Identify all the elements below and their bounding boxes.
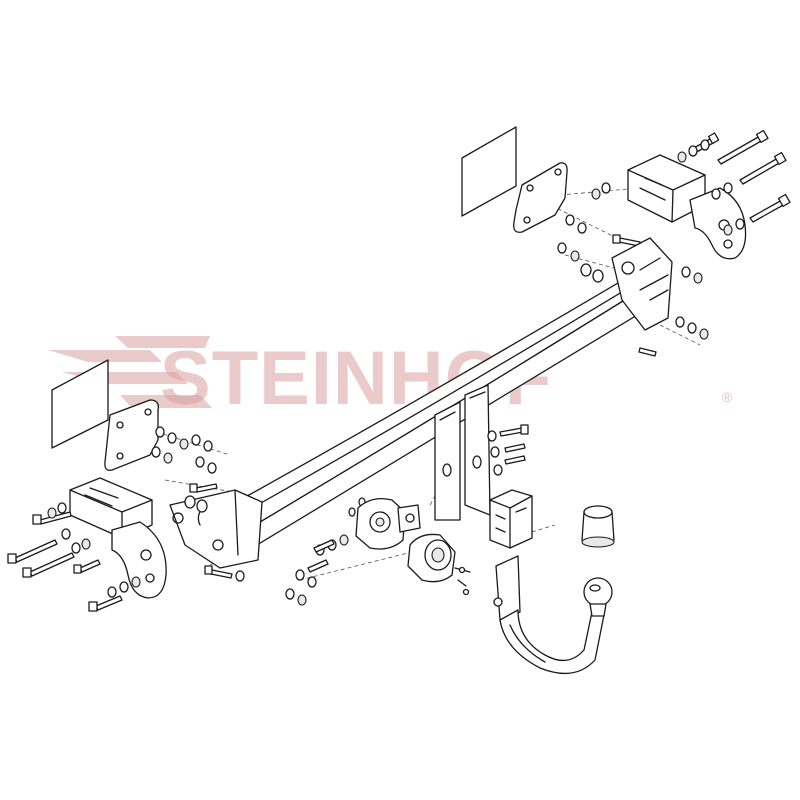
washer [107,586,117,598]
washer [285,588,295,600]
washer [155,426,165,438]
centre-hardware [285,424,529,606]
nut [693,272,703,284]
washer [195,456,205,468]
right-mounting-bracket [627,154,747,260]
washer [196,499,208,513]
nut [591,188,601,200]
washer [557,242,567,254]
nut [677,151,687,163]
washer [61,528,71,540]
washer [235,570,245,582]
nut [179,438,189,450]
washer [71,542,81,554]
bolt [612,234,641,247]
nut [339,534,349,546]
washer [203,440,213,452]
left-mounting-bracket [69,477,167,599]
right-shim-plate [513,162,568,233]
washer [57,502,67,514]
nut [297,594,307,606]
washer [487,430,497,442]
washer [687,322,697,334]
bolt [307,559,329,573]
washer [167,432,177,444]
washer [565,214,575,226]
washer [700,139,710,151]
nut [81,538,91,550]
bolt [7,539,58,564]
nut [570,250,580,262]
steinhof-logo-mark [48,336,212,408]
bolt [504,455,526,465]
right-washers-nuts [557,139,745,340]
washer [184,495,196,509]
left-bolts [7,483,233,612]
bolt [73,559,101,574]
washer [688,145,698,157]
washer [493,464,503,476]
nut [131,576,141,588]
washer [191,434,201,446]
washer [490,446,500,458]
detachable-tow-ball-neck [493,555,613,675]
washer [151,446,161,458]
washer [580,263,592,277]
right-adhesive-pad [461,126,517,217]
receiver-block [489,489,533,549]
tow-ball-cap [581,505,615,548]
bolt [313,539,335,553]
bolt [204,565,233,579]
watermark-registered-mark: ® [722,389,733,405]
washer [119,581,129,593]
washer [592,269,604,283]
bolt [717,129,769,165]
washer [207,462,217,474]
bolt [739,151,787,185]
nut [723,224,733,236]
crossbar-beam [169,237,673,569]
nut [699,328,709,340]
left-adhesive-pad [51,359,109,449]
bolt [499,424,529,437]
bolt [88,595,123,612]
washer [601,182,611,194]
left-washers-nuts [47,426,245,598]
washer [348,507,356,517]
washer [675,316,685,328]
bolt [504,443,526,453]
bolt [22,552,75,578]
washer [711,188,721,200]
bolt [749,193,791,223]
nut [47,507,57,519]
washer [735,218,745,230]
bolt [32,511,72,525]
socket-holder [355,497,421,550]
left-shim-plate [104,399,159,471]
washer [577,222,587,234]
bolt [189,483,218,493]
nut [163,452,173,464]
washer [723,182,733,194]
washer [307,576,317,588]
washer [681,266,691,278]
bolt [638,347,657,357]
electrical-socket [407,533,471,596]
washer [295,569,305,581]
